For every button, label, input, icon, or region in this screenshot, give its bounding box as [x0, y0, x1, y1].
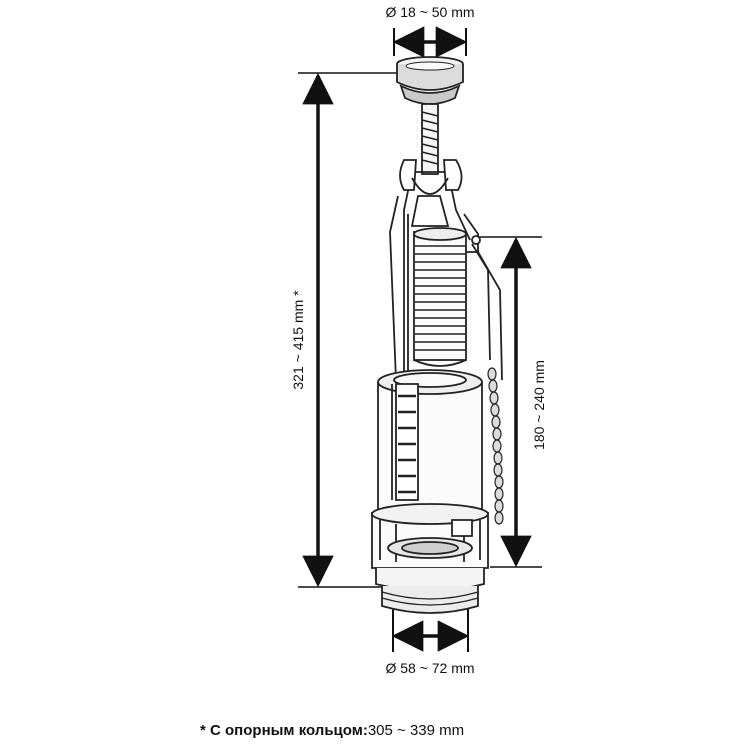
guide-rods [407, 214, 503, 381]
footnote-star: * [200, 722, 206, 739]
flush-height-label: 180 ~ 240 mm [531, 360, 547, 450]
threaded-outlet [375, 568, 485, 614]
base-cage [371, 503, 489, 569]
rod-spring [421, 103, 439, 175]
valve-body [377, 369, 483, 518]
footnote-value: 305 ~ 339 mm [367, 722, 465, 739]
upper-cage [389, 159, 481, 381]
top-diameter-dimension: Ø 18 ~ 50 mm [385, 4, 475, 58]
push-button [396, 56, 464, 105]
flush-valve-illustration [371, 56, 504, 614]
flush-height-dimension: 180 ~ 240 mm [478, 236, 547, 568]
total-height-label: 321 ~ 415 mm * [290, 290, 306, 390]
bottom-diameter-dimension: Ø 58 ~ 72 mm [385, 608, 475, 676]
top-diameter-label: Ø 18 ~ 50 mm [385, 4, 474, 20]
total-height-dimension: 321 ~ 415 mm * [290, 72, 410, 588]
footnote-label: С опорным кольцом: [210, 722, 368, 739]
bottom-diameter-label: Ø 58 ~ 72 mm [385, 660, 474, 676]
bead-chain [487, 367, 504, 525]
footnote: * С опорным кольцом:305 ~ 339 mm [200, 722, 464, 739]
ribbed-float [413, 227, 467, 367]
